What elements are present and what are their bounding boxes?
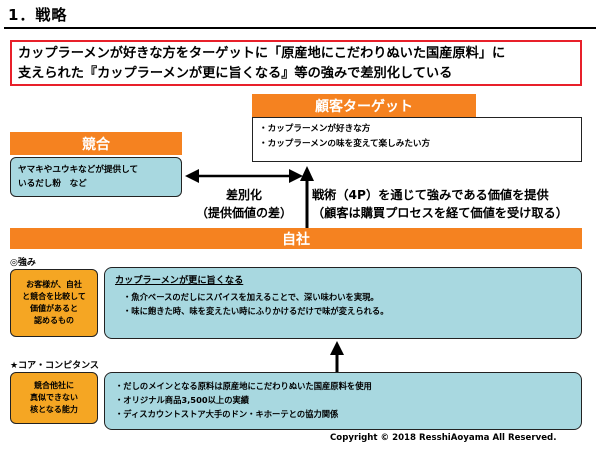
strength-item: ・味に飽きた時、味を変えたい時にふりかけるだけで味が変えられる。 [123,306,389,316]
summary-line-2: 支えられた『カップラーメンが更に旨くなる』等の強みで差別化している [18,66,453,81]
strength-side-line: 価値があると [30,304,78,313]
summary-line-1: カップラーメンが好きな方をターゲットに「原産地にこだわりぬいた国産原料」に [18,46,506,61]
tactic-up-arrow [300,166,314,228]
core-item: ・だしのメインとなる原料は原産地にこだわりぬいた国産原料を使用 [115,381,372,391]
core-side-line: 核となる能力 [30,405,78,414]
differentiation-label: 差別化 （提供価値の差） [186,186,302,222]
core-competence-side-label: 競合他社に 真似できない 核となる能力 [10,372,98,424]
arrow-head-right [289,169,303,183]
arrow-head-up [300,166,314,181]
core-item: ・オリジナル商品3,500以上の実績 [115,395,250,405]
competitor-line: いるだし粉 など [18,179,87,189]
strength-box: カップラーメンが更に旨くなる ・魚介ベースのだしにスパイスを加えることで、深い味… [104,267,582,339]
arrow-head-left [185,169,199,183]
core-side-line: 競合他社に [34,381,74,390]
strength-heading: カップラーメンが更に旨くなる [115,275,244,286]
strength-side-line: お客様が、自社 [26,280,82,289]
tactic-line-2: （顧客は購買プロセスを経て価値を受け取る） [312,206,568,220]
competitor-box: ヤマキやユウキなどが提供して いるだし粉 など [10,157,182,197]
core-item: ・ディスカウントストア大手のドン・キホーテとの協力関係 [115,409,339,419]
arrow-head-up [330,341,344,355]
core-to-strength-up-arrow [330,341,344,372]
strength-item: ・魚介ベースのだしにスパイスを加えることで、深い味わいを実現。 [123,292,379,302]
competitor-line: ヤマキやユウキなどが提供して [18,165,139,175]
company-header-bar: 自社 [10,228,582,249]
tactic-label: 戦術（4P）を通じて強みである価値を提供 （顧客は購買プロセスを経て価値を受け取… [312,186,592,222]
strength-side-line: と競合を比較して [22,292,86,301]
customer-target-box: ・カップラーメンが好きな方 ・カップラーメンの味を変えて楽しみたい方 [252,117,582,162]
strength-side-line: 認めるもの [34,316,74,325]
core-competence-box: ・だしのメインとなる原料は原産地にこだわりぬいた国産原料を使用 ・オリジナル商品… [104,372,582,430]
competitor-header: 競合 [10,132,182,155]
differentiation-subtitle: （提供価値の差） [195,206,292,220]
strength-section-label: ◎強み [10,258,36,268]
core-competence-section-label: ★コア・コンピタンス [10,361,99,371]
differentiation-double-arrow [185,169,303,183]
customer-target-header: 顧客ターゲット [252,94,476,117]
title-underline [4,27,596,29]
strength-side-label: お客様が、自社 と競合を比較して 価値があると 認めるもの [10,269,98,337]
copyright-notice: Copyright © 2018 ResshiAoyama All Reserv… [330,433,557,443]
customer-item: ・カップラーメンの味を変えて楽しみたい方 [259,139,431,149]
tactic-line-1: 戦術（4P）を通じて強みである価値を提供 [312,188,549,202]
page-title: 1．戦略 [8,6,68,24]
core-side-line: 真似できない [30,393,78,402]
differentiation-title: 差別化 [225,188,262,202]
customer-item: ・カップラーメンが好きな方 [259,124,371,134]
strategy-summary-box: カップラーメンが好きな方をターゲットに「原産地にこだわりぬいた国産原料」に 支え… [10,40,582,86]
